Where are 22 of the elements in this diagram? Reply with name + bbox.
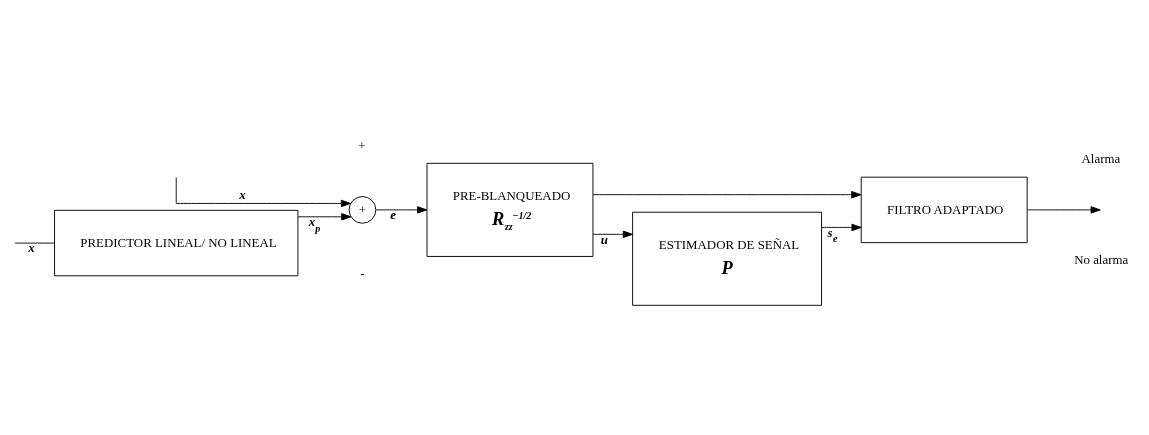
arrow [821,223,862,232]
edge-label: x$_{p}$ [308,215,321,234]
arrow [175,176,351,208]
node-circle: + [348,196,377,224]
arrow [297,213,352,221]
edge-label: s$_{e}$ [827,225,838,245]
label: No alarma [1074,253,1129,268]
arrow [1027,206,1101,214]
node-box: FILTRO ADAPTADO [860,176,1028,244]
label: - [360,265,365,280]
edge-label: x [28,241,35,256]
label: Alarma [1081,151,1121,166]
edge-label: e [390,208,397,223]
label: + [358,138,366,153]
node-box: PREDICTOR LINEAL/ NO LINEAL [54,209,299,277]
arrow [592,230,633,238]
arrow [375,206,428,214]
edge-label: u [600,232,608,247]
arrow [592,191,862,199]
edge-label: x [239,188,246,203]
connector [14,242,55,244]
node-box: ESTIMADOR DE SEÑAL P [632,211,823,306]
